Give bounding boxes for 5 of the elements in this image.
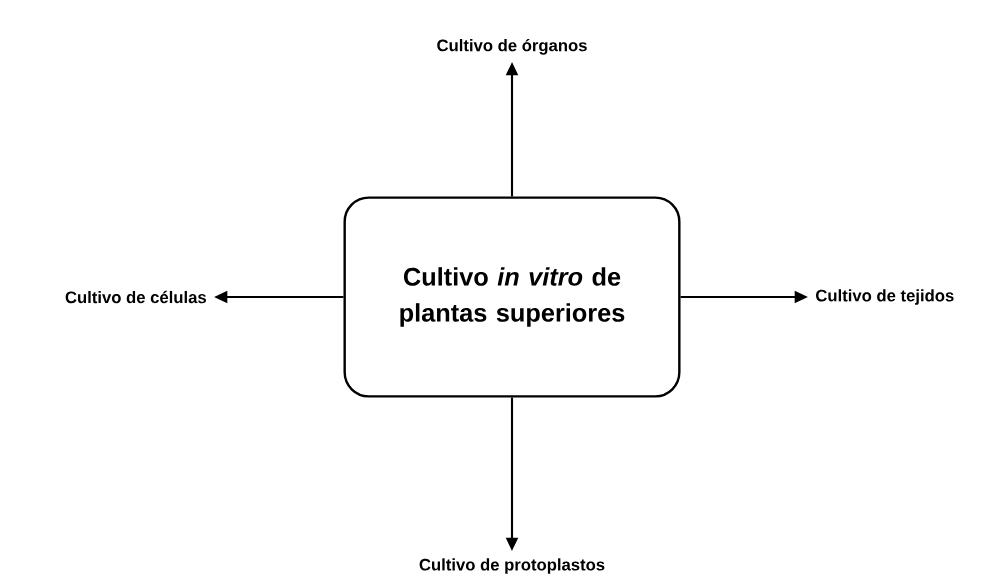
node-label: Cultivo de órganos	[437, 38, 587, 55]
node-label: Cultivo de protoplastos	[419, 558, 605, 574]
node-label: Cultivo de tejidos	[816, 289, 954, 305]
rounded-box: Cultivo in vitro de plantas superiores	[343, 196, 681, 398]
node-label: Cultivo de células	[65, 290, 206, 304]
